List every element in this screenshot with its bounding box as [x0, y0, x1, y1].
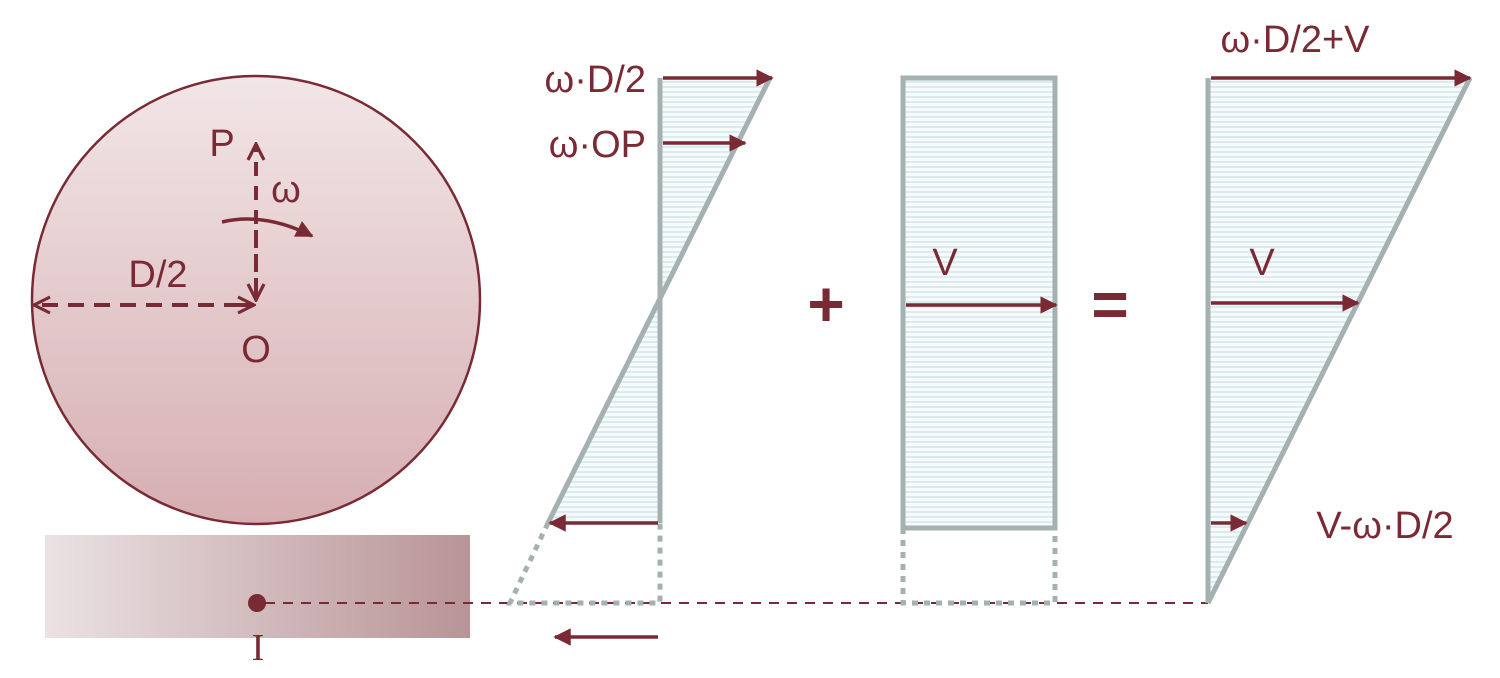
- label-bottom-diff: V-ω·D/2: [1316, 505, 1453, 547]
- contact-point-i: [248, 594, 266, 612]
- rotation-arrow-icon: [221, 217, 314, 238]
- profile-line: [545, 76, 773, 525]
- label-omega-d2: ω·D/2: [545, 59, 646, 101]
- equals-sign: =: [1091, 268, 1128, 340]
- translation-velocity-profile: V: [900, 75, 1058, 606]
- wheel: P ω D/2 O: [30, 74, 482, 526]
- label-i: I: [252, 627, 265, 669]
- ground: [45, 535, 470, 638]
- resultant-velocity-profile: ω·D/2+V V V-ω·D/2: [1205, 19, 1473, 605]
- profile-line: [1205, 76, 1473, 605]
- label-top-sum: ω·D/2+V: [1221, 19, 1371, 61]
- label-omega: ω: [271, 169, 301, 211]
- plus-sign: +: [807, 268, 844, 340]
- ground-extension-dotted: [900, 528, 1058, 606]
- label-v: V: [1249, 242, 1275, 284]
- label-o: O: [241, 329, 271, 371]
- label-omega-op: ω·OP: [549, 124, 646, 166]
- rotation-velocity-profile: ω·D/2 ω·OP: [506, 59, 774, 646]
- label-radius: D/2: [128, 254, 187, 296]
- label-p: P: [209, 123, 234, 165]
- ground-extension-dotted: [506, 521, 663, 606]
- translation-rect: [900, 75, 1058, 531]
- label-v: V: [932, 242, 958, 284]
